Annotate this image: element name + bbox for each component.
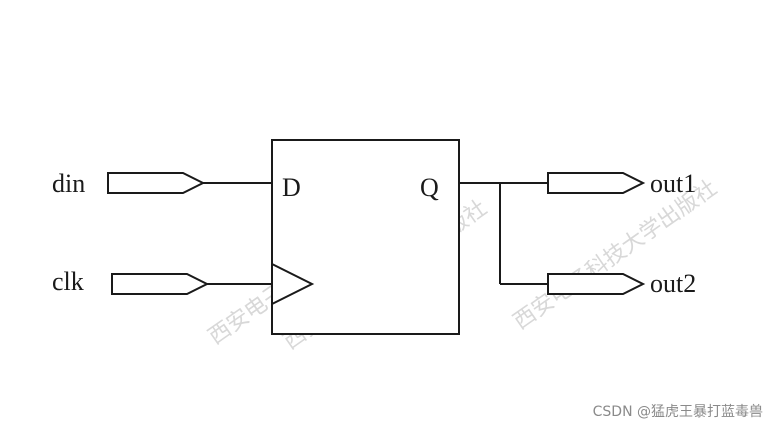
watermark: 西安电子科技大学出版社	[509, 176, 722, 335]
din-label: din	[52, 169, 85, 198]
flipflop-box	[271, 139, 460, 335]
clock-triangle	[271, 263, 315, 305]
clk-label: clk	[52, 267, 84, 296]
out2-label: out2	[650, 269, 696, 298]
credit-text: CSDN @猛虎王暴打蓝毒兽	[592, 404, 763, 420]
clk-input-port	[111, 273, 210, 295]
out1-label: out1	[650, 169, 696, 198]
d-pin-label: D	[282, 173, 301, 202]
din-input-port	[107, 172, 206, 194]
q-pin-label: Q	[420, 173, 439, 202]
out1-output-port	[547, 172, 646, 194]
out2-output-port	[547, 273, 646, 295]
